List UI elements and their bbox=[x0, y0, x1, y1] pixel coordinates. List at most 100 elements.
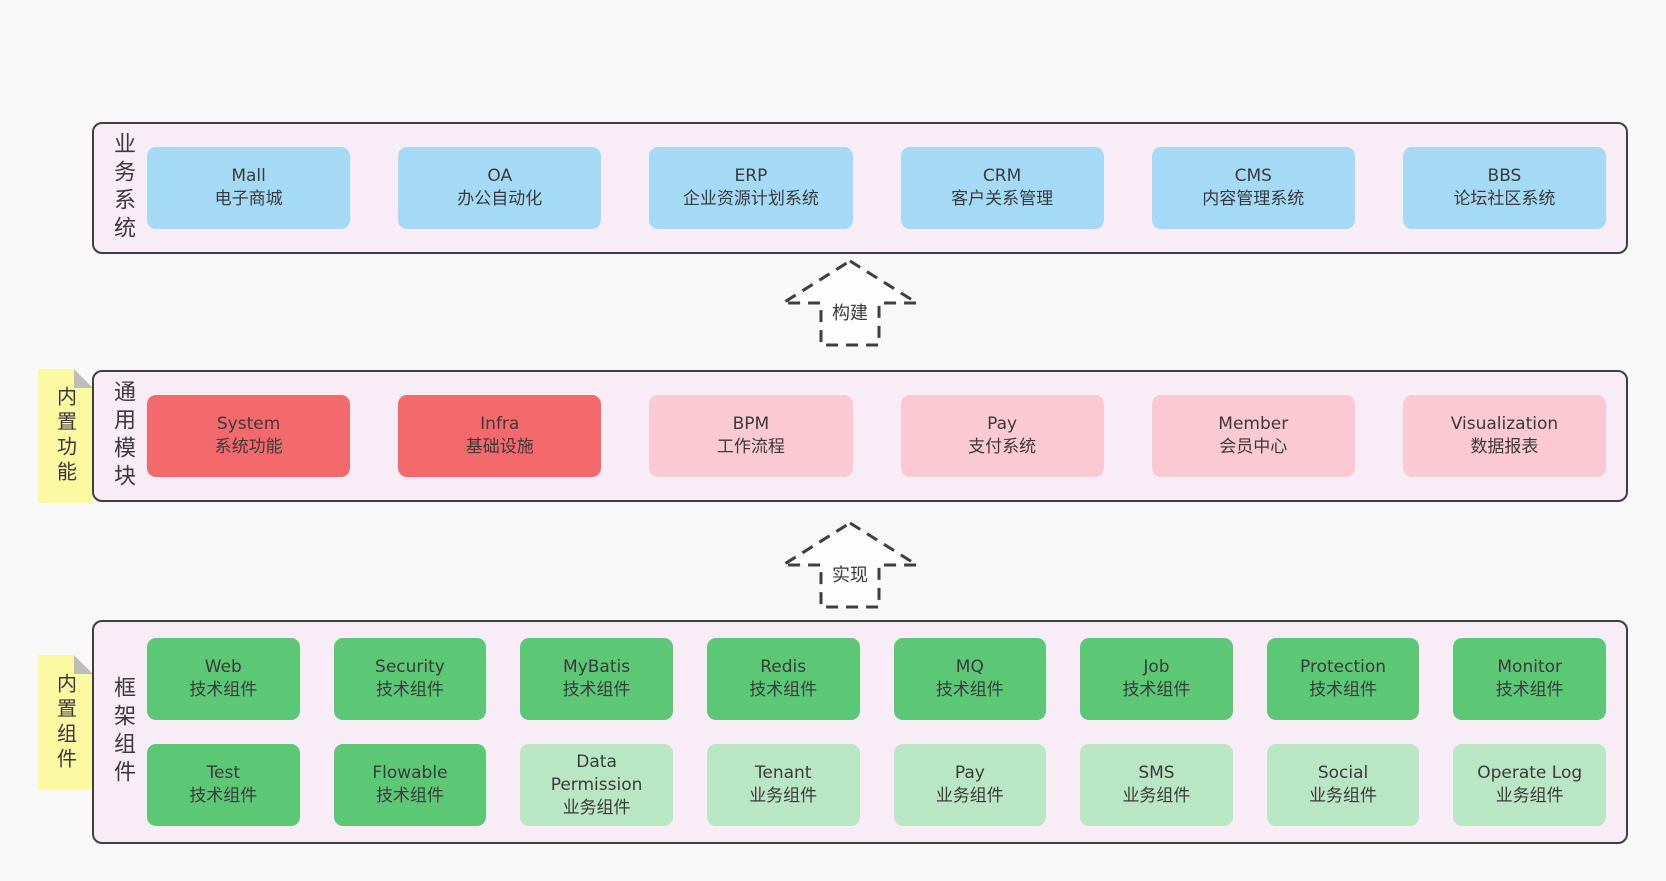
box-title: BBS bbox=[1487, 166, 1522, 186]
box-security: Security 技术组件 bbox=[333, 638, 487, 720]
box-title: CMS bbox=[1234, 166, 1272, 186]
box-subtitle: 技术组件 bbox=[189, 786, 258, 806]
box-subtitle: 技术组件 bbox=[189, 680, 258, 700]
band-label-business-systems: 业务系统 bbox=[110, 132, 135, 244]
box-title: Protection bbox=[1300, 657, 1387, 677]
box-title: OA bbox=[487, 166, 513, 186]
box-row: Mall 电子商城 OA 办公自动化 ERP 企业资源计划系统 CRM 客户关系… bbox=[147, 147, 1607, 229]
box-pay-business: Pay 业务组件 bbox=[893, 744, 1047, 826]
box-subtitle: 业务组件 bbox=[1309, 786, 1378, 806]
box-title: Web bbox=[204, 657, 242, 677]
box-tenant: Tenant 业务组件 bbox=[706, 744, 860, 826]
box-mybatis: MyBatis 技术组件 bbox=[520, 638, 673, 720]
box-subtitle: 业务组件 bbox=[935, 786, 1004, 806]
box-oa: OA 办公自动化 bbox=[398, 147, 602, 229]
box-subtitle: 内容管理系统 bbox=[1202, 189, 1305, 209]
box-job: Job 技术组件 bbox=[1080, 638, 1233, 720]
box-cms: CMS 内容管理系统 bbox=[1151, 147, 1355, 229]
box-subtitle: 技术组件 bbox=[1122, 680, 1191, 700]
box-subtitle: 客户关系管理 bbox=[951, 189, 1054, 209]
box-subtitle: 业务组件 bbox=[1122, 786, 1191, 806]
box-title: MyBatis bbox=[563, 657, 631, 677]
box-flowable: Flowable 技术组件 bbox=[333, 744, 487, 826]
band-label-common-modules: 通用模块 bbox=[110, 380, 135, 492]
box-operate-log: Operate Log 业务组件 bbox=[1453, 744, 1606, 826]
box-title: SMS bbox=[1138, 763, 1175, 783]
box-data-permission: Data Permission 业务组件 bbox=[520, 744, 673, 826]
box-subtitle: 数据报表 bbox=[1470, 437, 1539, 457]
box-member: Member 会员中心 bbox=[1151, 395, 1355, 477]
sticky-note-built-in-functions: 内置功能 bbox=[38, 369, 93, 503]
arrow-build-label: 构建 bbox=[829, 299, 871, 325]
box-subtitle: 业务组件 bbox=[1495, 786, 1564, 806]
box-title: Test bbox=[206, 763, 241, 783]
box-subtitle: 支付系统 bbox=[968, 437, 1037, 457]
box-mall: Mall 电子商城 bbox=[147, 147, 351, 229]
box-title: MQ bbox=[955, 657, 984, 677]
box-subtitle: 技术组件 bbox=[375, 680, 444, 700]
box-title: CRM bbox=[982, 166, 1022, 186]
arrow-build: 构建 bbox=[775, 257, 925, 349]
box-title: Social bbox=[1317, 763, 1369, 783]
box-protection: Protection 技术组件 bbox=[1266, 638, 1420, 720]
box-subtitle: 技术组件 bbox=[1309, 680, 1378, 700]
box-title: Flowable bbox=[372, 763, 448, 783]
band-rows: System 系统功能 Infra 基础设施 BPM 工作流程 Pay 支付系统… bbox=[147, 395, 1607, 477]
box-mq: MQ 技术组件 bbox=[893, 638, 1047, 720]
box-infra: Infra 基础设施 bbox=[398, 395, 602, 477]
box-title: Infra bbox=[480, 414, 520, 434]
box-subtitle: 办公自动化 bbox=[457, 189, 543, 209]
box-subtitle: 工作流程 bbox=[716, 437, 785, 457]
box-title: Security bbox=[375, 657, 445, 677]
box-system: System 系统功能 bbox=[147, 395, 351, 477]
folded-corner-icon bbox=[74, 369, 93, 388]
box-title: Monitor bbox=[1497, 657, 1562, 677]
sticky-label: 内置功能 bbox=[53, 386, 78, 486]
box-row: System 系统功能 Infra 基础设施 BPM 工作流程 Pay 支付系统… bbox=[147, 395, 1607, 477]
box-row: Web 技术组件 Security 技术组件 MyBatis 技术组件 Redi… bbox=[147, 638, 1606, 720]
box-title: Pay bbox=[987, 414, 1018, 434]
box-title: ERP bbox=[734, 166, 768, 186]
box-title: System bbox=[216, 414, 281, 434]
box-subtitle: 基础设施 bbox=[465, 437, 534, 457]
box-subtitle: 会员中心 bbox=[1219, 437, 1288, 457]
box-subtitle: 业务组件 bbox=[749, 786, 818, 806]
box-subtitle: 系统功能 bbox=[214, 437, 283, 457]
box-title: Redis bbox=[760, 657, 807, 677]
box-title: Visualization bbox=[1450, 414, 1559, 434]
sticky-note-built-in-components: 内置组件 bbox=[38, 655, 93, 790]
box-pay: Pay 支付系统 bbox=[900, 395, 1104, 477]
box-title: Mall bbox=[231, 166, 266, 186]
box-bbs: BBS 论坛社区系统 bbox=[1402, 147, 1607, 229]
box-title: Pay bbox=[954, 763, 985, 783]
band-label-framework-components: 框架组件 bbox=[110, 676, 135, 788]
box-title: Operate Log bbox=[1477, 763, 1583, 783]
box-visualization: Visualization 数据报表 bbox=[1402, 395, 1607, 477]
arrow-implement-label: 实现 bbox=[829, 561, 871, 587]
box-row: Test 技术组件 Flowable 技术组件 Data Permission … bbox=[147, 744, 1606, 826]
box-subtitle: 企业资源计划系统 bbox=[682, 189, 819, 209]
band-rows: Web 技术组件 Security 技术组件 MyBatis 技术组件 Redi… bbox=[147, 638, 1606, 826]
box-sms: SMS 业务组件 bbox=[1080, 744, 1233, 826]
folded-corner-icon bbox=[74, 655, 93, 674]
box-title: BPM bbox=[732, 414, 770, 434]
box-title: Job bbox=[1143, 657, 1170, 677]
box-subtitle: 论坛社区系统 bbox=[1453, 189, 1556, 209]
box-title: Member bbox=[1218, 414, 1289, 434]
box-title: Data Permission bbox=[550, 751, 643, 795]
arrow-implement: 实现 bbox=[775, 519, 925, 611]
box-subtitle: 技术组件 bbox=[562, 680, 631, 700]
band-rows: Mall 电子商城 OA 办公自动化 ERP 企业资源计划系统 CRM 客户关系… bbox=[147, 147, 1607, 229]
band-common-modules: 通用模块 System 系统功能 Infra 基础设施 BPM 工作流程 Pay… bbox=[92, 370, 1628, 502]
box-bpm: BPM 工作流程 bbox=[649, 395, 853, 477]
box-subtitle: 技术组件 bbox=[935, 680, 1004, 700]
box-test: Test 技术组件 bbox=[147, 744, 300, 826]
box-web: Web 技术组件 bbox=[147, 638, 300, 720]
sticky-label: 内置组件 bbox=[53, 672, 78, 773]
box-redis: Redis 技术组件 bbox=[706, 638, 860, 720]
box-crm: CRM 客户关系管理 bbox=[900, 147, 1104, 229]
box-erp: ERP 企业资源计划系统 bbox=[649, 147, 853, 229]
band-business-systems: 业务系统 Mall 电子商城 OA 办公自动化 ERP 企业资源计划系统 CRM… bbox=[92, 122, 1628, 254]
box-title: Tenant bbox=[754, 763, 812, 783]
